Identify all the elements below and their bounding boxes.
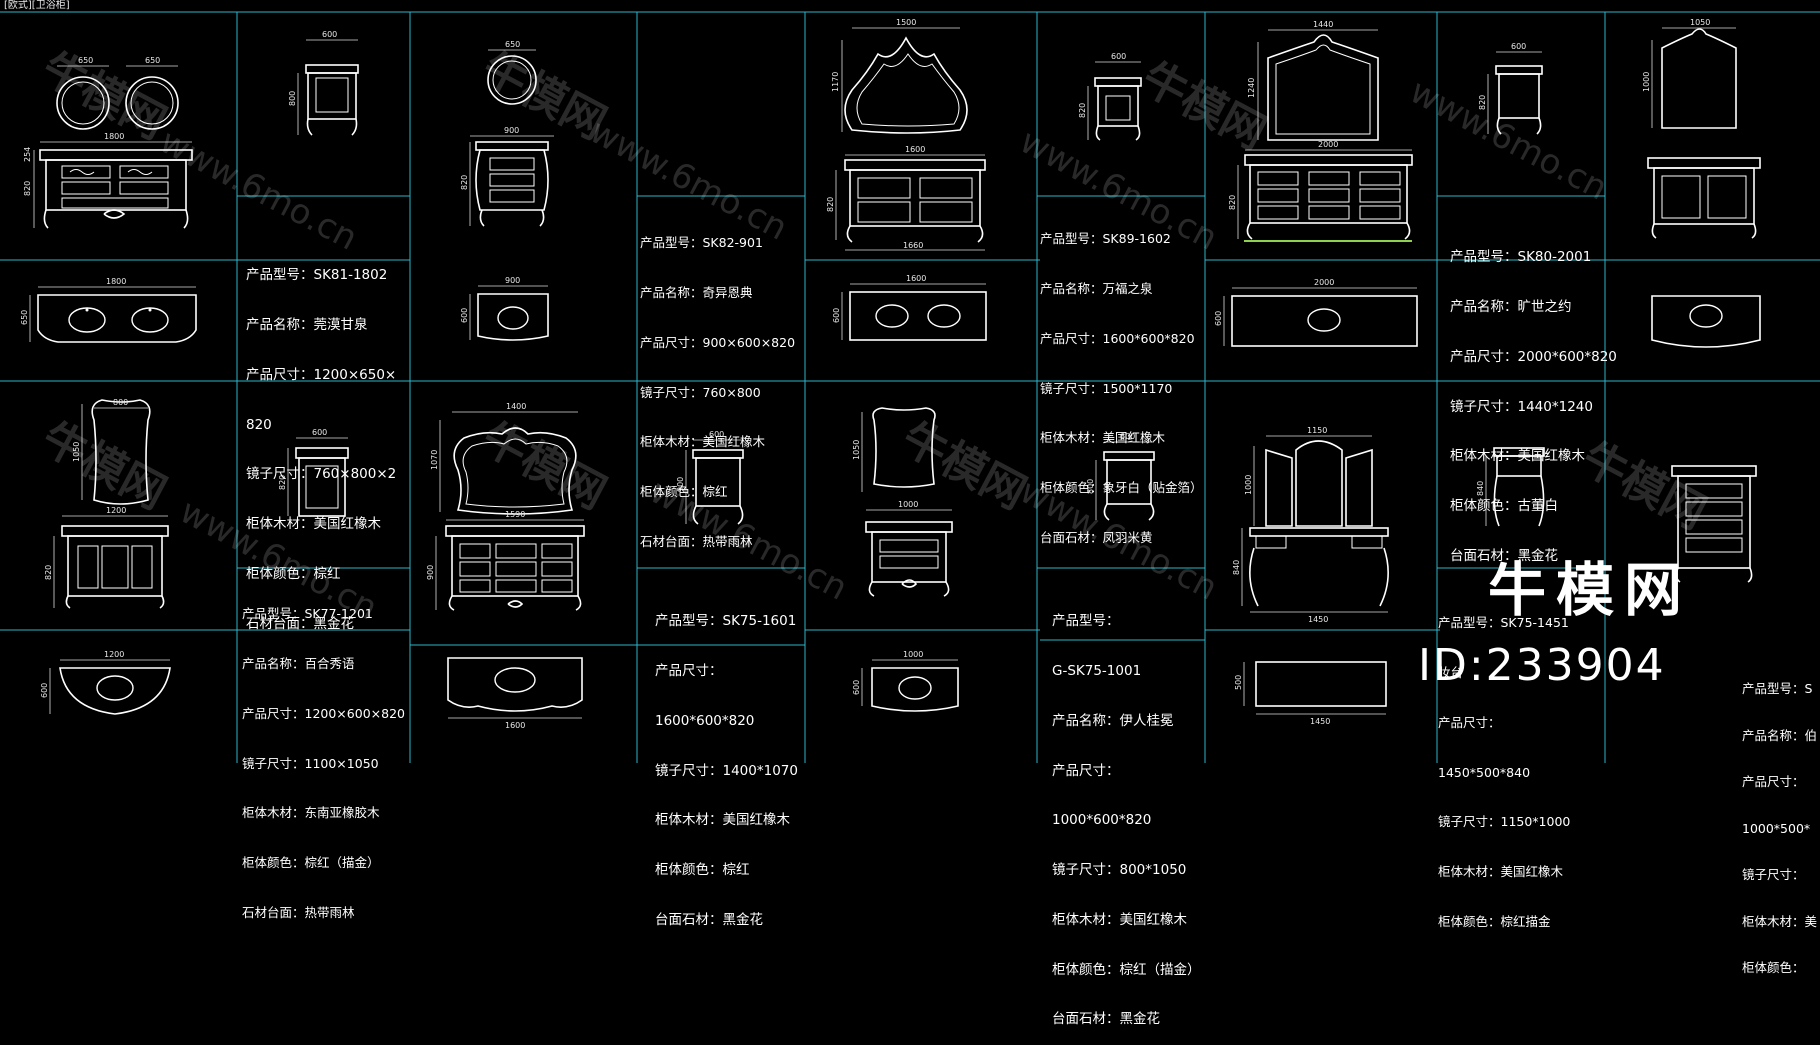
dim-600e: 600	[1214, 311, 1223, 326]
dim-1450a: 1450	[1308, 615, 1328, 624]
dim-2000a: 2000	[1318, 140, 1338, 149]
dim-600g: 600	[40, 683, 49, 698]
dim-1200b: 1200	[104, 650, 124, 659]
dim-1400: 1400	[506, 402, 526, 411]
dim-1050c: 1050	[852, 440, 861, 460]
dim-1800b: 1800	[106, 277, 126, 286]
dim-1050: 1050	[1690, 18, 1710, 27]
dim-1240: 1240	[1247, 78, 1256, 98]
dim-650d: 650	[505, 40, 520, 49]
dim-1450b: 1450	[1310, 717, 1330, 726]
dim-254: 254	[23, 147, 32, 162]
dim-820b: 820	[460, 175, 469, 190]
product-right-edge-drawing: 1050 1000	[1642, 18, 1761, 348]
grid-lines	[0, 11, 1820, 763]
dim-820d: 820	[1078, 103, 1087, 118]
spec-sk81: 产品型号：SK81-1802 产品名称：莞漠甘泉 产品尺寸：1200×650× …	[246, 267, 397, 632]
dim-820e: 820	[1228, 195, 1237, 210]
product-sk80-drawing: 1440 1240 2000 820 2000 600 600 820	[1214, 20, 1543, 347]
dim-1170: 1170	[831, 72, 840, 92]
product-sk75-1451-drawing: 1150 1000 840 1450 500 1450 840	[1232, 426, 1545, 726]
drawing-caption: [欧式][卫浴柜]	[4, 0, 70, 11]
dim-840b: 840	[1476, 481, 1485, 496]
dim-900b: 900	[505, 276, 520, 285]
dim-600i: 600	[709, 430, 724, 439]
spec-sk80: 产品型号：SK80-2001 产品名称：旷世之约 产品尺寸：2000*600*8…	[1450, 249, 1617, 564]
dim-2000b: 2000	[1314, 278, 1334, 287]
dim-650c: 650	[20, 310, 29, 325]
dim-1070: 1070	[430, 450, 439, 470]
spec-sk75-1451: 产品型号：SK75-1451 妆台 产品尺寸： 1450*500*840 镜子尺…	[1438, 615, 1571, 929]
dim-1000b: 1000	[898, 500, 918, 509]
brand-logo-text: 牛模网	[1488, 556, 1693, 624]
dim-820h: 820	[278, 475, 287, 490]
dim-600b: 600	[460, 308, 469, 323]
dim-1660: 1660	[903, 241, 923, 250]
dim-650b: 650	[145, 56, 160, 65]
asset-id-text: ID:233904	[1418, 640, 1666, 691]
dim-1800: 1800	[104, 132, 124, 141]
dim-820a: 820	[23, 181, 32, 196]
dim-600j: 600	[852, 680, 861, 695]
product-sk82-drawing: 650 900 820 900 600	[460, 40, 554, 341]
dim-1050b: 1050	[72, 442, 81, 462]
dim-800b: 800	[113, 398, 128, 407]
dim-820c: 820	[826, 197, 835, 212]
spec-sk89: 产品型号：SK89-1602 产品名称：万福之泉 产品尺寸：1600*600*8…	[1040, 231, 1203, 545]
dim-1500: 1500	[896, 18, 916, 27]
dim-600d: 600	[1111, 52, 1126, 61]
dim-1600b: 1600	[906, 274, 926, 283]
dim-900a: 900	[504, 126, 519, 135]
product-g-sk75-1001-drawing: 1050 1000 1000 600 600 800	[852, 407, 1155, 712]
dim-1000c: 1000	[903, 650, 923, 659]
product-right-edge-chest-drawing	[1671, 465, 1757, 583]
dim-840: 840	[1232, 560, 1241, 575]
dim-600h: 600	[312, 428, 327, 437]
dim-1200a: 1200	[106, 506, 126, 515]
dim-800c: 800	[1086, 479, 1095, 494]
product-sk89-drawing: 1500 1170 1600 1660 820 1600 600 600 820	[826, 18, 1142, 341]
dim-1600a: 1600	[905, 145, 925, 154]
dim-1150: 1150	[1307, 426, 1327, 435]
dim-600a: 600	[322, 30, 337, 39]
dim-1600c: 1600	[505, 721, 525, 730]
spec-g-sk75-1001: 产品型号： G-SK75-1001 产品名称：伊人桂冕 产品尺寸： 1000*6…	[1052, 613, 1201, 1028]
dim-820g: 820	[44, 565, 53, 580]
product-sk75-1601-drawing: 1400 1070 1590 900 1600 600 900	[426, 402, 744, 730]
dim-1000d: 1000	[1244, 475, 1253, 495]
dim-600k: 600	[1120, 432, 1135, 441]
spec-sk77: 产品型号：SK77-1201 产品名称：百合秀语 产品尺寸：1200×600×8…	[242, 606, 405, 920]
dim-600f: 600	[1511, 42, 1526, 51]
cad-drawing-sheet: .g{stroke:#2bb6c9;stroke-width:1;fill:no…	[0, 11, 1820, 763]
dim-1590: 1590	[505, 510, 525, 519]
spec-right-edge: 产品型号：S 产品名称：伯 产品尺寸： 1000*500* 镜子尺寸： 柜体木材…	[1742, 681, 1818, 975]
dim-900d: 900	[676, 477, 685, 492]
dim-600c: 600	[832, 308, 841, 323]
dim-800a: 800	[288, 91, 297, 106]
dim-500: 500	[1234, 675, 1243, 690]
dim-1000a: 1000	[1642, 72, 1651, 92]
dim-650a: 650	[78, 56, 93, 65]
product-sk81-drawing: 650 650 1800 820 254 600 800 1800 650	[20, 30, 359, 343]
dim-820f: 820	[1478, 95, 1487, 110]
spec-sk82: 产品型号：SK82-901 产品名称：奇异恩典 产品尺寸：900×600×820…	[640, 235, 796, 549]
product-sk77-drawing: 800 1050 1200 820 1200 600 600 820	[40, 398, 349, 715]
dim-1440: 1440	[1313, 20, 1333, 29]
dim-900c: 900	[426, 565, 435, 580]
